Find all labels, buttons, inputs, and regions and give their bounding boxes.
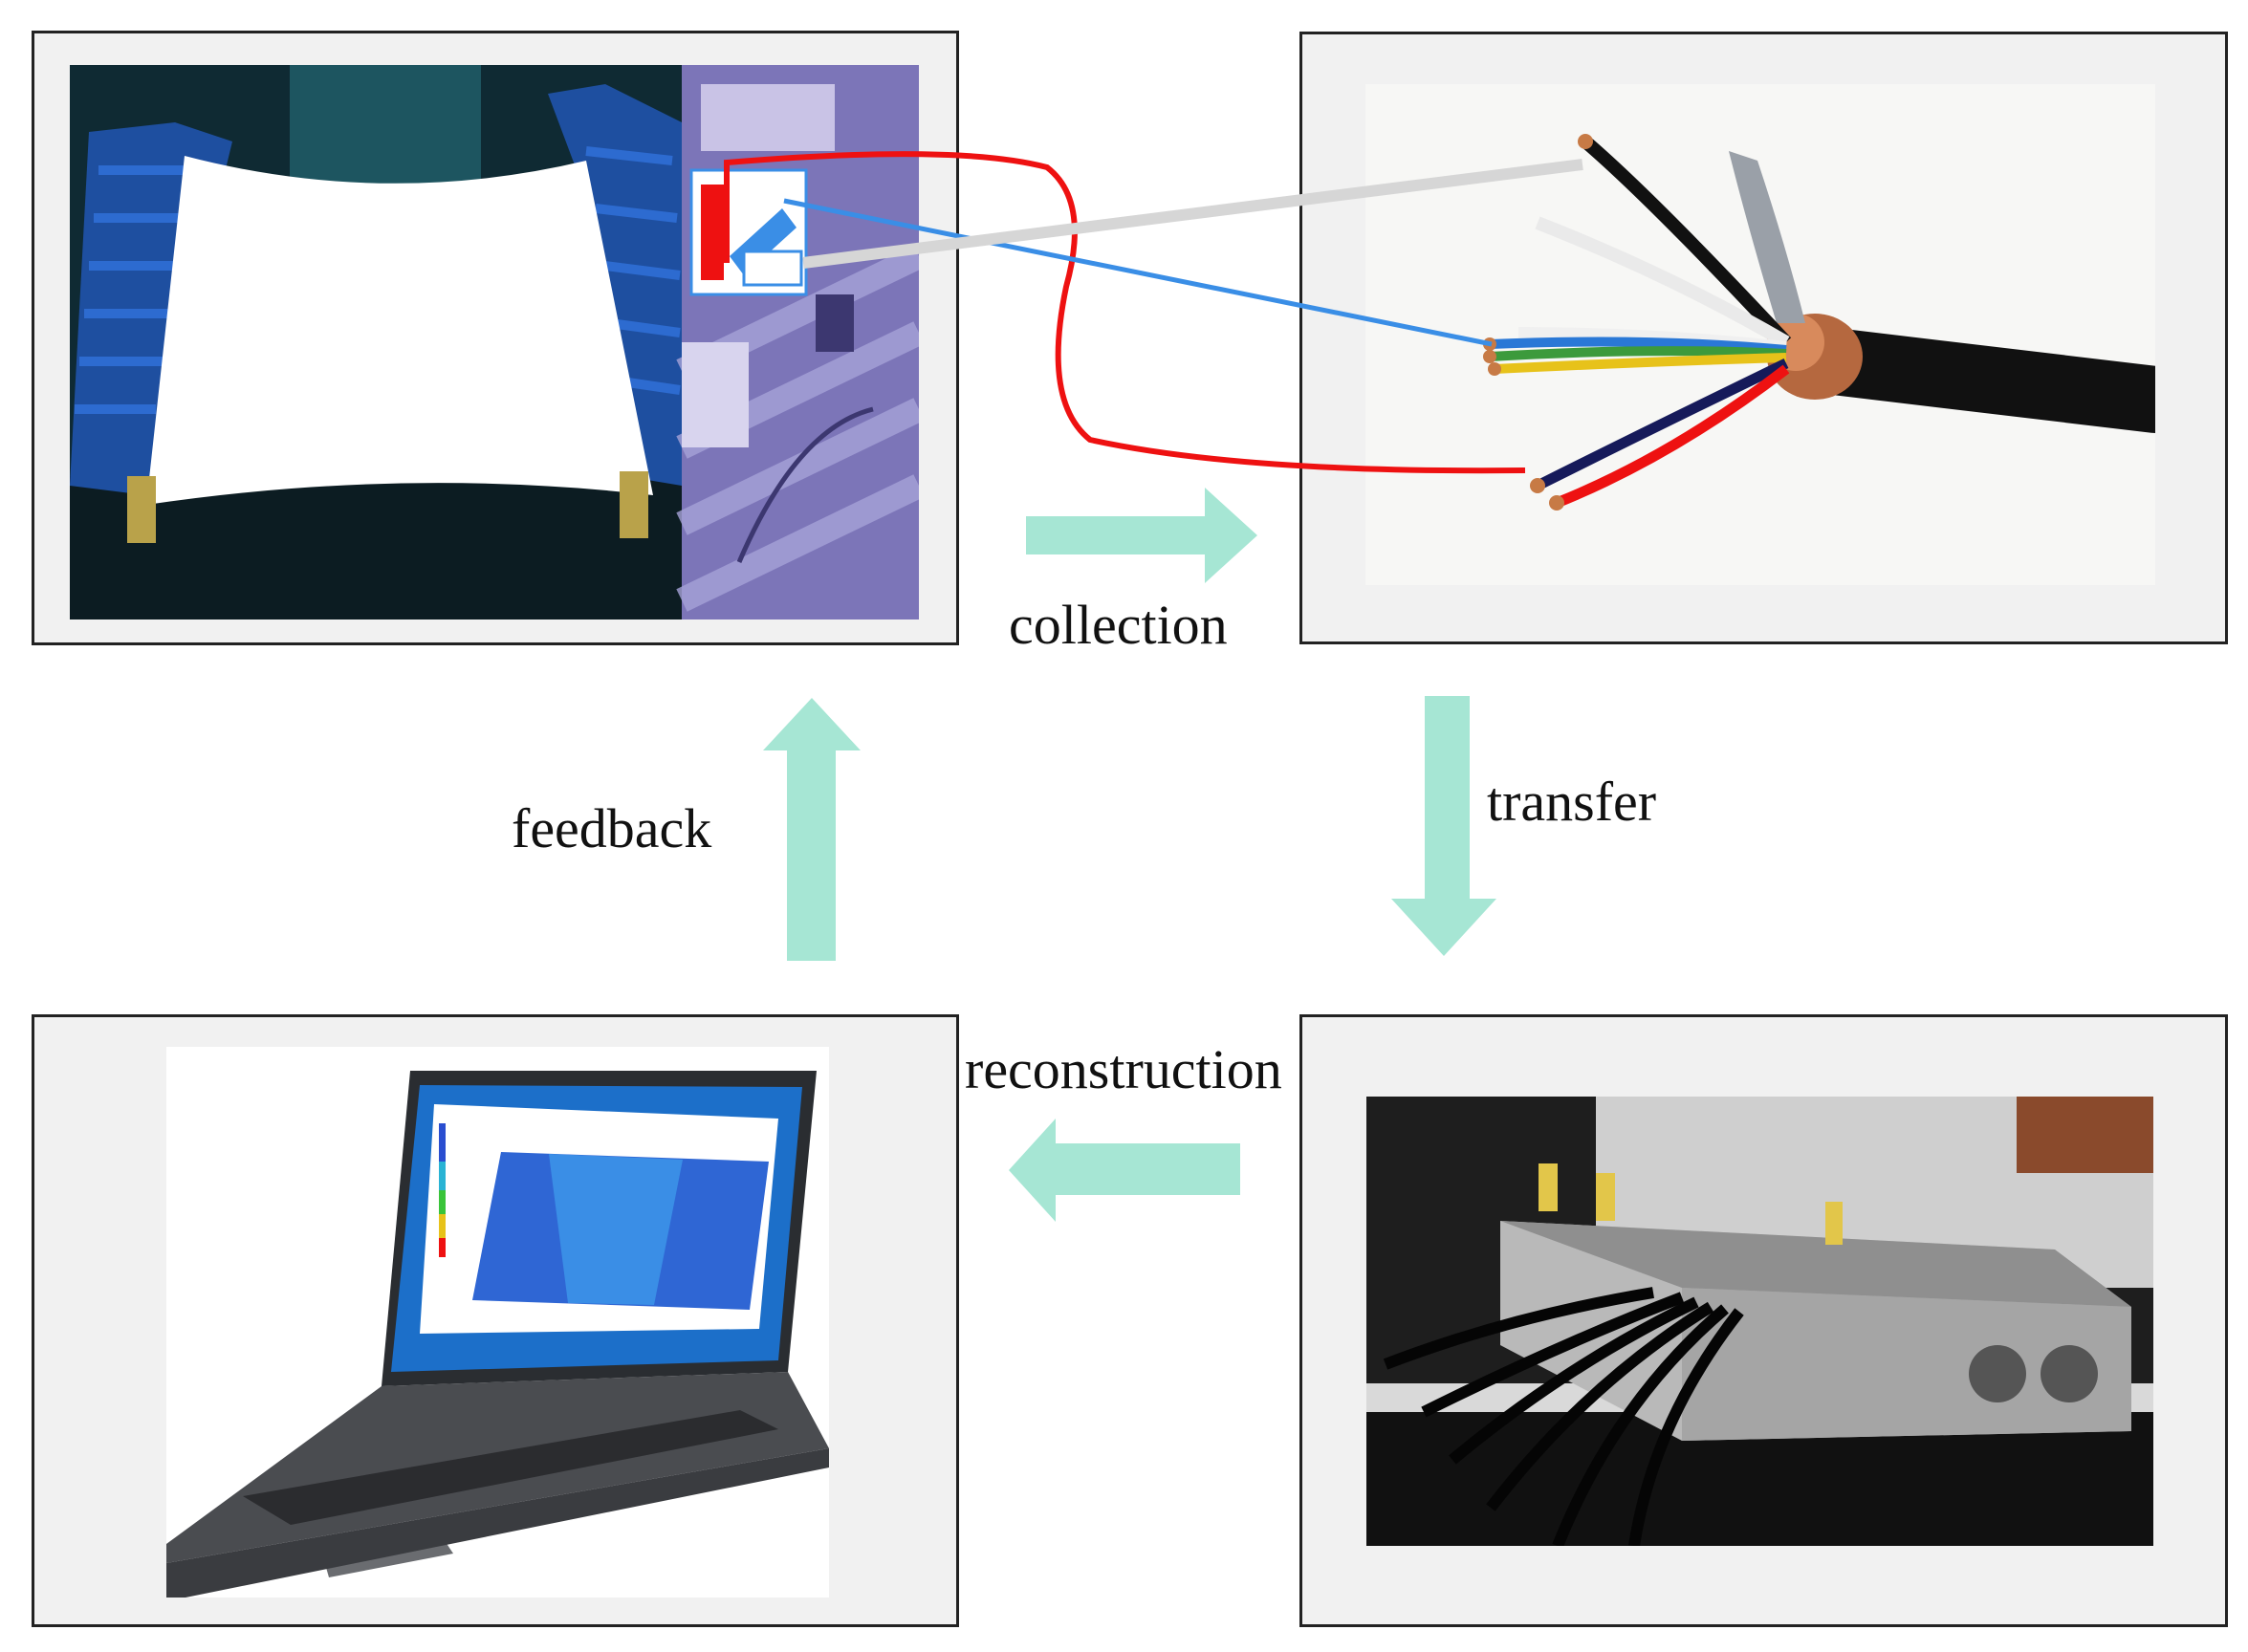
panel-laptop bbox=[32, 1014, 959, 1627]
reconstruction-arrow-left bbox=[1009, 1119, 1240, 1222]
collection-label: collection bbox=[1009, 594, 1228, 656]
reconstruction-label: reconstruction bbox=[959, 1042, 1288, 1098]
sensor-cable-photo bbox=[1365, 84, 2155, 585]
collection-arrow-right bbox=[1026, 488, 1257, 583]
panel-test-rig bbox=[32, 31, 959, 645]
transfer-label: transfer bbox=[1487, 771, 1657, 833]
laptop-illustration bbox=[166, 1047, 829, 1598]
transfer-arrow-down bbox=[1391, 696, 1496, 956]
acquisition-unit-photo bbox=[1366, 1097, 2153, 1546]
panel-acquisition-unit bbox=[1299, 1014, 2228, 1627]
laptop-display-photo bbox=[166, 1047, 829, 1598]
cable-illustration bbox=[1365, 84, 2155, 585]
feedback-label: feedback bbox=[512, 797, 712, 859]
feedback-arrow-up bbox=[763, 698, 861, 961]
test-rig-photo bbox=[70, 65, 919, 620]
acquisition-illustration bbox=[1366, 1097, 2153, 1546]
panel-sensor-cable bbox=[1299, 32, 2228, 644]
test-rig-illustration bbox=[70, 65, 919, 620]
